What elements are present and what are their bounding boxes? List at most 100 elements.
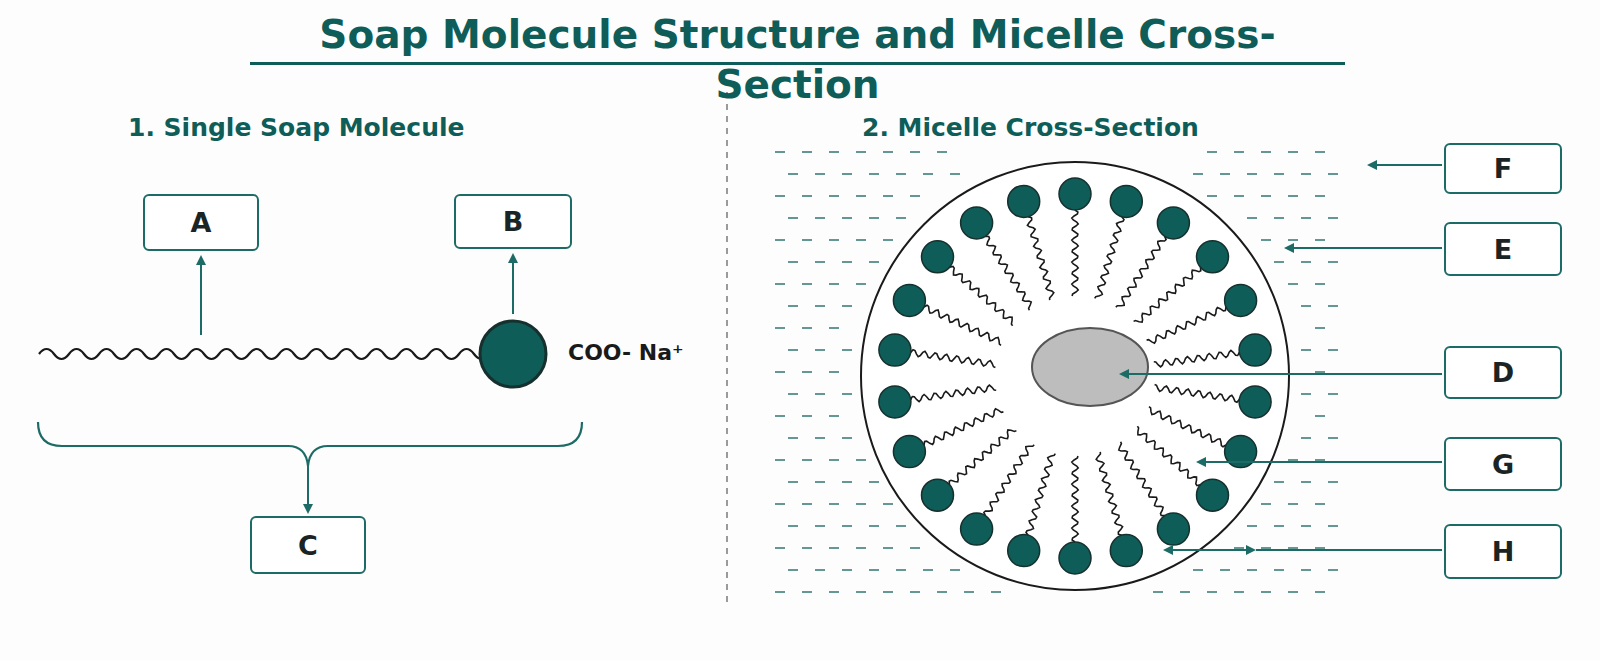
water-dash bbox=[842, 437, 852, 439]
water-dash bbox=[1288, 591, 1298, 593]
polar-head bbox=[879, 386, 911, 418]
water-dash bbox=[1315, 327, 1325, 329]
water-dash bbox=[1207, 591, 1217, 593]
water-dash bbox=[869, 261, 879, 263]
water-dash bbox=[842, 261, 852, 263]
tail-chain bbox=[1096, 452, 1122, 535]
tail-chain bbox=[1072, 456, 1078, 542]
water-dash bbox=[815, 569, 825, 571]
water-dash bbox=[788, 349, 798, 351]
diagram-title: Soap Molecule Structure and Micelle Cros… bbox=[250, 10, 1345, 65]
label-box: C bbox=[250, 516, 366, 574]
hydrocarbon-tail bbox=[39, 349, 489, 359]
ion-label: COO- Na⁺ bbox=[568, 340, 684, 365]
water-dash bbox=[1234, 547, 1244, 549]
ionic-head bbox=[480, 321, 546, 387]
tail-chain bbox=[1119, 442, 1165, 516]
water-dash bbox=[1288, 195, 1298, 197]
water-dash bbox=[1180, 591, 1190, 593]
water-dash bbox=[1328, 437, 1338, 439]
water-dash bbox=[829, 459, 839, 461]
water-dash bbox=[856, 459, 866, 461]
water-dash bbox=[802, 239, 812, 241]
water-dash bbox=[896, 569, 906, 571]
polar-head bbox=[893, 436, 925, 468]
water-dash bbox=[950, 173, 960, 175]
leader-arrow bbox=[1198, 461, 1442, 463]
water-dash bbox=[1328, 349, 1338, 351]
water-dash bbox=[802, 195, 812, 197]
callout-letter: H bbox=[1492, 536, 1515, 567]
brace bbox=[38, 422, 582, 466]
water-dash bbox=[1288, 283, 1298, 285]
water-dash bbox=[815, 481, 825, 483]
callout-letter: D bbox=[1492, 357, 1514, 388]
water-dash bbox=[1288, 547, 1298, 549]
water-dash bbox=[788, 437, 798, 439]
leader-arrow bbox=[307, 466, 309, 512]
water-dash bbox=[869, 569, 879, 571]
water-dash bbox=[802, 151, 812, 153]
water-dash bbox=[1274, 173, 1284, 175]
polar-head bbox=[1197, 479, 1229, 511]
water-dash bbox=[829, 503, 839, 505]
water-dash bbox=[1220, 173, 1230, 175]
polar-head bbox=[893, 284, 925, 316]
water-dash bbox=[1328, 305, 1338, 307]
water-dash bbox=[829, 239, 839, 241]
water-dash bbox=[842, 349, 852, 351]
water-dash bbox=[775, 591, 785, 593]
water-dash bbox=[856, 151, 866, 153]
water-dash bbox=[815, 217, 825, 219]
water-dash bbox=[1247, 173, 1257, 175]
callout-letter: F bbox=[1494, 153, 1512, 184]
polar-head bbox=[1239, 334, 1271, 366]
water-dash bbox=[856, 195, 866, 197]
water-dash bbox=[829, 327, 839, 329]
water-dash bbox=[883, 503, 893, 505]
tail-chain bbox=[924, 305, 1001, 345]
label-box: B bbox=[454, 194, 572, 249]
water-dash bbox=[991, 591, 1001, 593]
water-dash bbox=[1274, 525, 1284, 527]
water-dash bbox=[1193, 569, 1203, 571]
water-dash bbox=[910, 547, 920, 549]
water-dash bbox=[802, 327, 812, 329]
water-dash bbox=[856, 547, 866, 549]
water-dash bbox=[1315, 459, 1325, 461]
water-dash bbox=[829, 591, 839, 593]
water-dash bbox=[842, 217, 852, 219]
water-dash bbox=[923, 173, 933, 175]
water-dash bbox=[950, 569, 960, 571]
water-dash bbox=[1288, 503, 1298, 505]
water-dash bbox=[775, 415, 785, 417]
water-dash bbox=[802, 503, 812, 505]
water-dash bbox=[1315, 239, 1325, 241]
polar-head bbox=[1225, 284, 1257, 316]
tail-chain bbox=[1137, 426, 1200, 485]
water-dash bbox=[788, 393, 798, 395]
water-dash bbox=[788, 305, 798, 307]
water-dash bbox=[1301, 349, 1311, 351]
callout-letter: C bbox=[298, 530, 318, 561]
tail-chain bbox=[949, 430, 1016, 485]
water-dash bbox=[883, 591, 893, 593]
water-dash bbox=[1247, 217, 1257, 219]
leader-line bbox=[1256, 549, 1442, 551]
water-dash bbox=[815, 437, 825, 439]
water-dash bbox=[788, 569, 798, 571]
water-dash bbox=[1301, 305, 1311, 307]
polar-head bbox=[879, 334, 911, 366]
water-dash bbox=[842, 305, 852, 307]
water-dash bbox=[1315, 547, 1325, 549]
water-dash bbox=[802, 547, 812, 549]
water-dashes bbox=[775, 152, 1338, 592]
label-box: H bbox=[1444, 524, 1562, 579]
water-dash bbox=[1220, 569, 1230, 571]
leader-arrow bbox=[512, 255, 514, 314]
polar-head bbox=[1008, 185, 1040, 217]
water-dash bbox=[802, 459, 812, 461]
water-dash bbox=[1193, 173, 1203, 175]
water-dash bbox=[1328, 393, 1338, 395]
oil-droplet bbox=[1032, 328, 1148, 406]
